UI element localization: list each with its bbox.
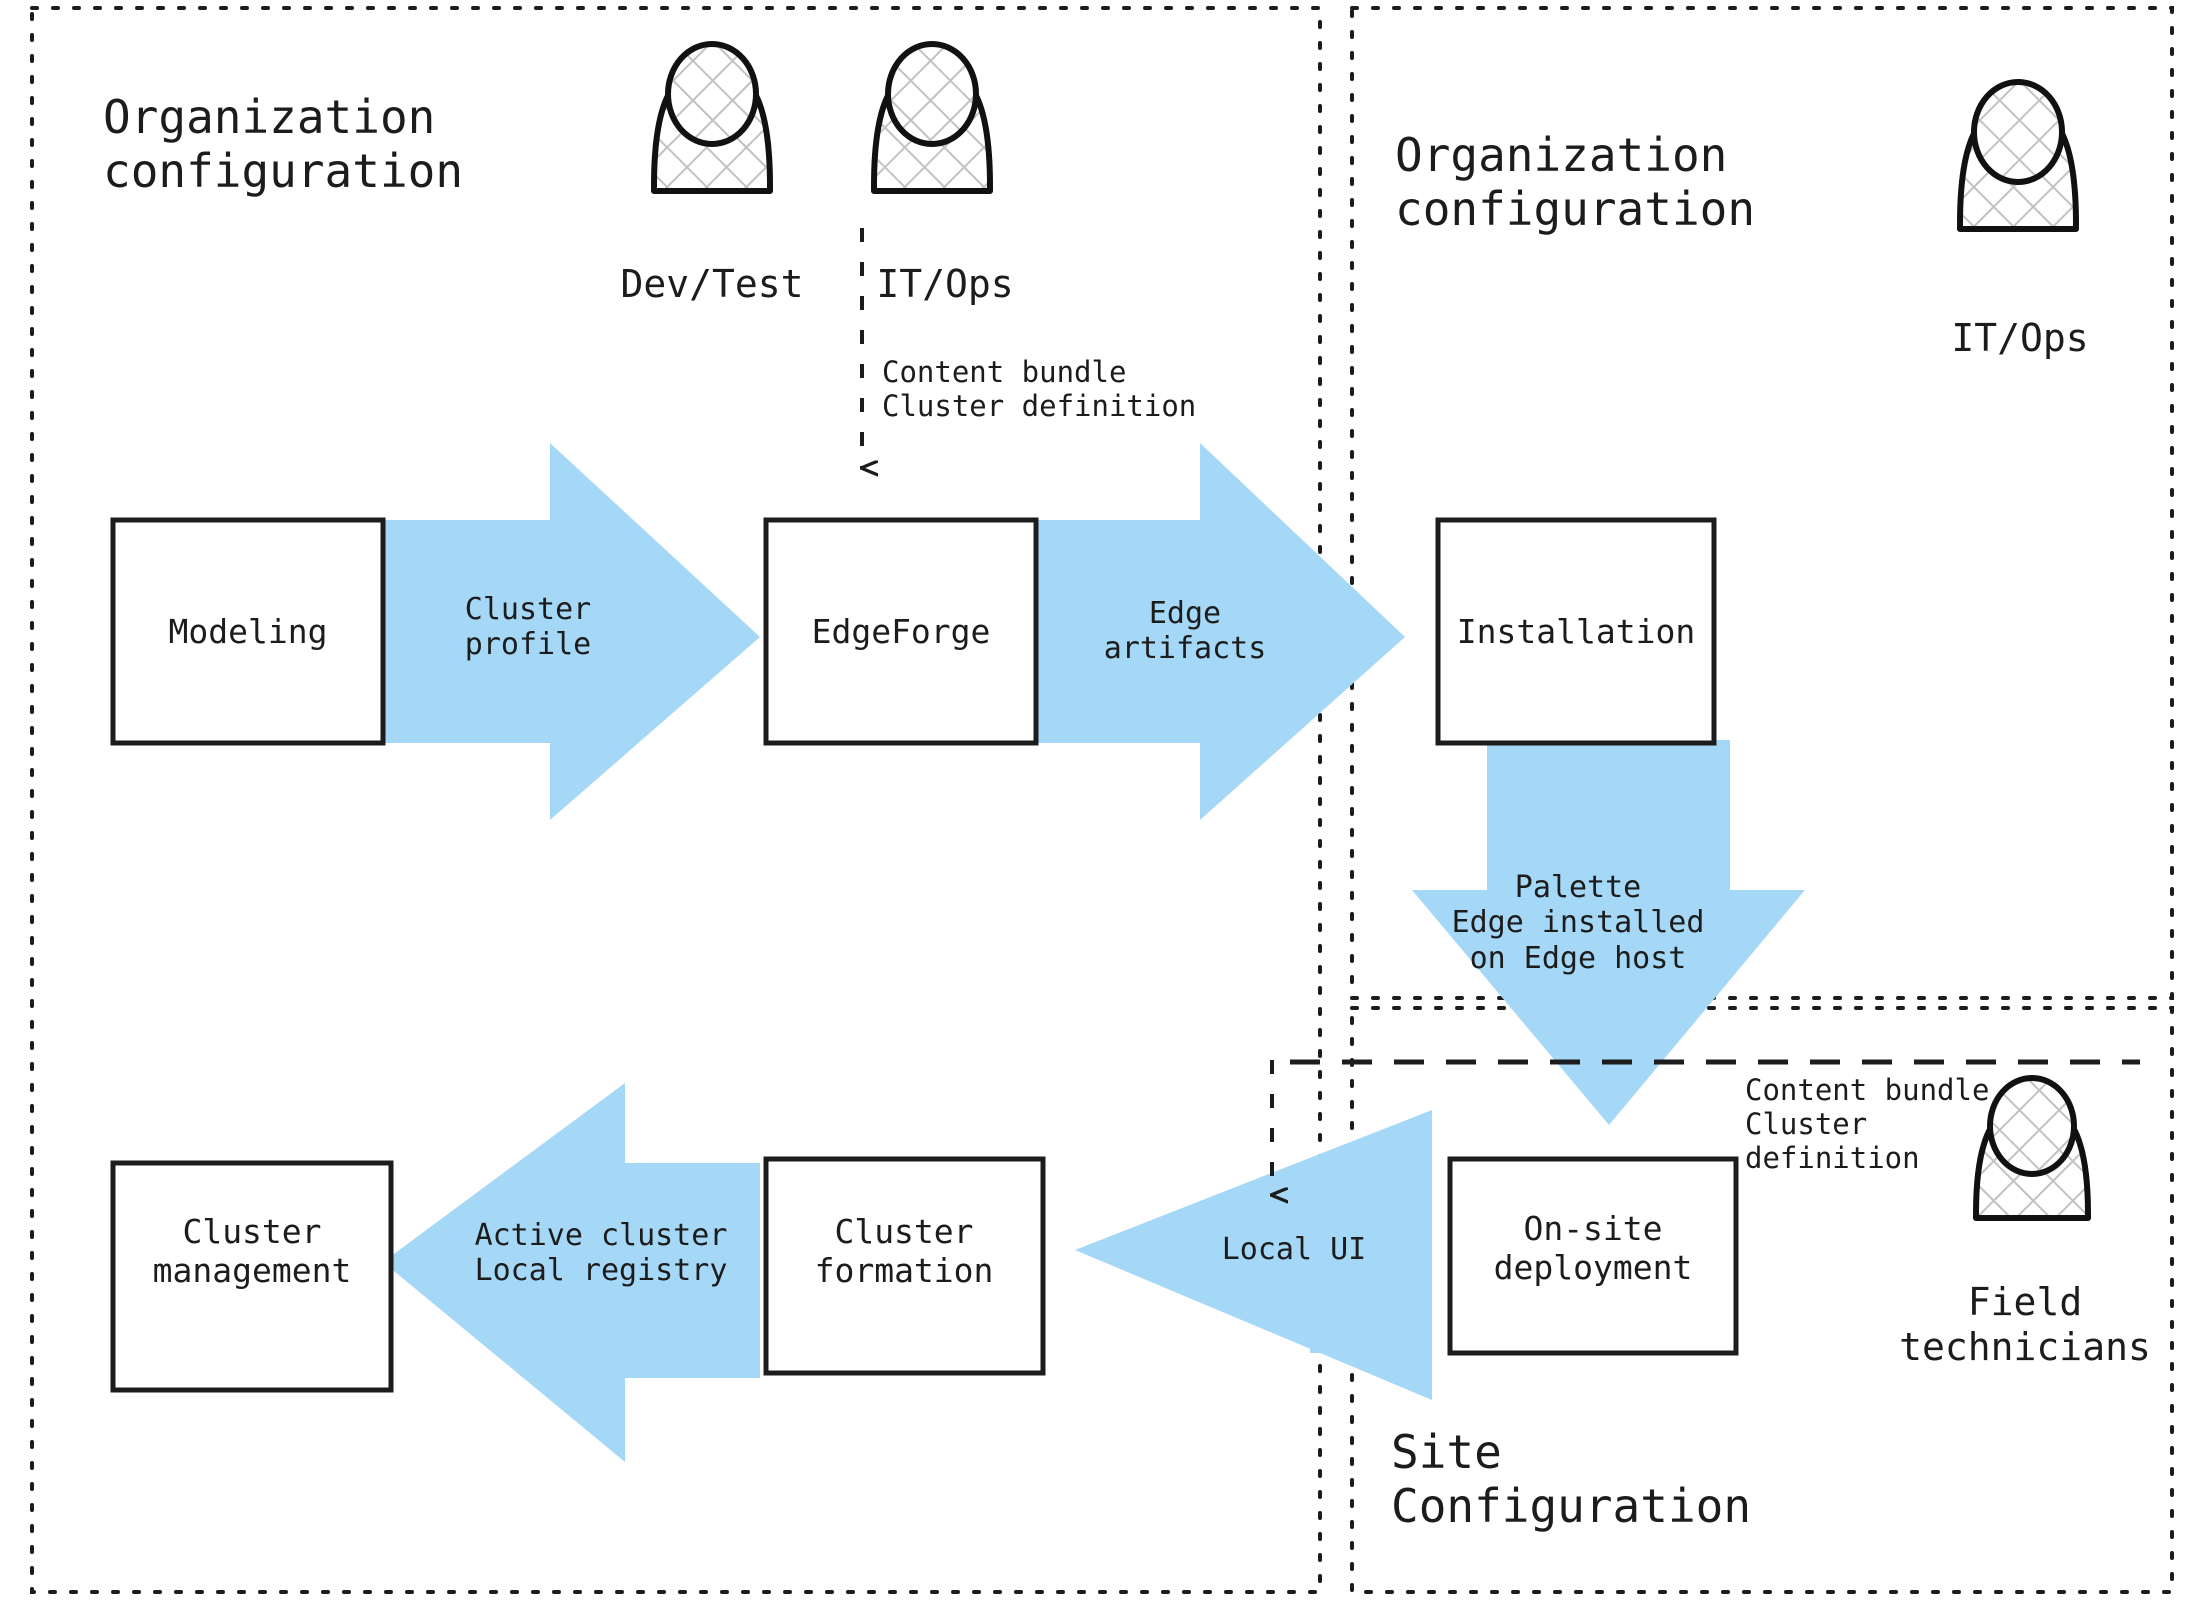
box-cluster-formation bbox=[763, 1156, 1046, 1376]
actor-label-it-ops-left: IT/Ops bbox=[876, 262, 1014, 306]
arrow-label-line3: on Edge host bbox=[1469, 940, 1687, 976]
actor-figure-field-technicians bbox=[1973, 1075, 2091, 1221]
arrow-label-line2: artifacts bbox=[1103, 631, 1267, 667]
panel-title-line1: Organization bbox=[1395, 128, 1728, 182]
panel-title-line2: configuration bbox=[103, 144, 464, 199]
arrow-active-cluster bbox=[383, 1083, 760, 1462]
box-installation bbox=[1435, 517, 1717, 746]
box-label-line2: formation bbox=[814, 1250, 994, 1290]
arrow-label-line1: Palette bbox=[1514, 870, 1642, 905]
actor-label-dev-test: Dev/Test bbox=[620, 262, 804, 306]
note-line1: Content bundle bbox=[1745, 1073, 1990, 1107]
actor-figure-it-ops-right bbox=[1957, 79, 2079, 232]
panel-title-line1: Organization bbox=[103, 90, 436, 144]
actor-figure-dev-test bbox=[651, 41, 773, 194]
note-line3: definition bbox=[1745, 1141, 1920, 1176]
arrow-cluster-profile bbox=[383, 443, 760, 820]
note-line2: Cluster definition bbox=[882, 389, 1197, 424]
box-cluster-management bbox=[110, 1160, 394, 1393]
actor-label-it-ops-right: IT/Ops bbox=[1951, 316, 2089, 360]
box-label-modeling: Modeling bbox=[168, 612, 328, 651]
arrow-label-line1: Edge bbox=[1148, 596, 1222, 631]
box-label-installation: Installation bbox=[1456, 612, 1696, 651]
actor-label-line1: Field bbox=[1967, 1280, 2083, 1324]
actor-label-line2: technicians bbox=[1899, 1324, 2151, 1369]
arrow-label-line2: profile bbox=[464, 627, 592, 663]
arrow-label-line1: Cluster bbox=[464, 592, 592, 627]
arrow-local-ui bbox=[1075, 1110, 1432, 1400]
note-line2: Cluster bbox=[1745, 1107, 1868, 1142]
box-label-edgeforge: EdgeForge bbox=[811, 612, 991, 651]
box-label-line2: deployment bbox=[1493, 1247, 1693, 1287]
panel-title-line1: Site bbox=[1391, 1425, 1502, 1479]
box-label-line1: On-site bbox=[1523, 1209, 1663, 1248]
box-label-line2: management bbox=[152, 1250, 352, 1290]
panel-org-config-left bbox=[30, 6, 1322, 1594]
box-modeling bbox=[110, 517, 386, 746]
panel-title-line2: configuration bbox=[1395, 182, 1756, 237]
arrow-label-local-ui: Local UI bbox=[1221, 1232, 1367, 1267]
box-edgeforge bbox=[763, 517, 1039, 746]
box-label-line1: Cluster bbox=[182, 1212, 322, 1251]
box-label-line1: Cluster bbox=[834, 1212, 974, 1251]
arrow-local-ui-body bbox=[1310, 1159, 1432, 1353]
arrow-label-line2: Edge installed bbox=[1451, 905, 1705, 941]
arrow-palette-edge-installed bbox=[1412, 740, 1805, 1125]
arrow-edge-artifacts bbox=[1036, 443, 1405, 820]
box-on-site-deployment bbox=[1447, 1156, 1739, 1356]
panel-title-line2: Configuration bbox=[1391, 1479, 1752, 1534]
actor-figure-it-ops-left bbox=[871, 41, 993, 194]
arrow-label-line1: Active cluster bbox=[474, 1218, 728, 1253]
note-line1: Content bundle bbox=[882, 355, 1127, 389]
arrow-label-line2: Local registry bbox=[474, 1253, 728, 1289]
panel-site-config bbox=[1350, 1006, 2174, 1594]
